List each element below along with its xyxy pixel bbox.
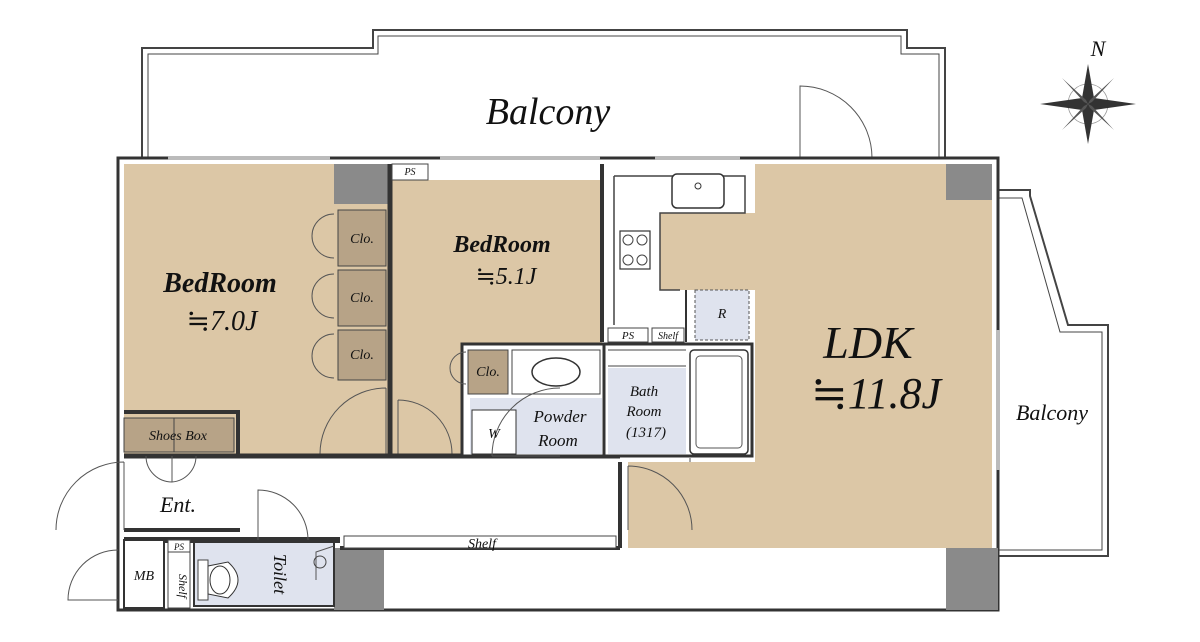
bedroom2-door	[397, 399, 453, 455]
closet2-label: Clo.	[350, 291, 374, 306]
column-top-right	[946, 164, 992, 200]
bedroom1-size: ≒7.0J	[187, 306, 259, 337]
compass-north-label: N	[1090, 36, 1107, 61]
mb-label: MB	[133, 569, 155, 584]
bedroom1-door	[319, 387, 387, 455]
fridge-label: R	[717, 307, 727, 322]
column-bottom-center	[334, 548, 384, 610]
ps1-label: PS	[403, 167, 415, 178]
shelf-hall-box	[343, 535, 617, 549]
column-top-center	[334, 164, 390, 204]
shelf-hall-label: Shelf	[468, 537, 498, 552]
ps2-box	[607, 327, 649, 343]
ps3-box	[167, 539, 191, 553]
balcony-door	[799, 85, 873, 159]
mb-box	[123, 539, 165, 609]
bedroom2-size: ≒5.1J	[476, 264, 538, 290]
compass-icon: N	[1040, 36, 1136, 144]
stove	[619, 230, 651, 270]
balcony-top-label: Balcony	[486, 91, 611, 133]
ldk-name: LDK	[822, 317, 915, 368]
entrance-door	[55, 461, 125, 531]
balcony-right-outline	[998, 189, 1109, 557]
shelf-vertical-label: Shelf	[176, 574, 190, 600]
powder-label-1: Powder	[533, 407, 587, 426]
ps2-label: PS	[621, 330, 635, 342]
washer-label: W	[488, 427, 501, 442]
balcony-right-label: Balcony	[1016, 400, 1088, 425]
ldk-size: ≒11.8J	[811, 369, 944, 418]
column-bottom-right	[946, 548, 998, 610]
ps3-label: PS	[173, 542, 184, 552]
shelf-kitchen-label: Shelf	[658, 331, 679, 342]
closet4	[467, 349, 509, 395]
closet4-label: Clo.	[476, 365, 500, 380]
bedroom2-name: BedRoom	[452, 232, 550, 258]
washer-box	[471, 409, 517, 455]
balcony-top-outline	[141, 29, 946, 158]
kitchen-sink	[671, 173, 725, 209]
bath-label-2: Room	[626, 404, 662, 420]
bath-label-1: Bath	[630, 384, 658, 400]
toilet-label: Toilet	[270, 554, 290, 595]
shoes-box-label: Shoes Box	[149, 429, 208, 444]
closet2	[337, 269, 387, 327]
ps1-box	[391, 163, 429, 181]
bath-label-3: (1317)	[626, 425, 666, 441]
powder-label-2: Room	[537, 431, 578, 450]
fridge	[694, 289, 750, 341]
closet1-label: Clo.	[350, 232, 374, 247]
entrance-label: Ent.	[159, 492, 196, 517]
ldk-door	[627, 465, 693, 531]
shoes-box	[123, 417, 235, 453]
closet3	[337, 329, 387, 381]
shelf-kitchen-box	[651, 327, 685, 343]
bedroom1-name: BedRoom	[162, 268, 277, 299]
closet1	[337, 209, 387, 267]
closet3-label: Clo.	[350, 348, 374, 363]
